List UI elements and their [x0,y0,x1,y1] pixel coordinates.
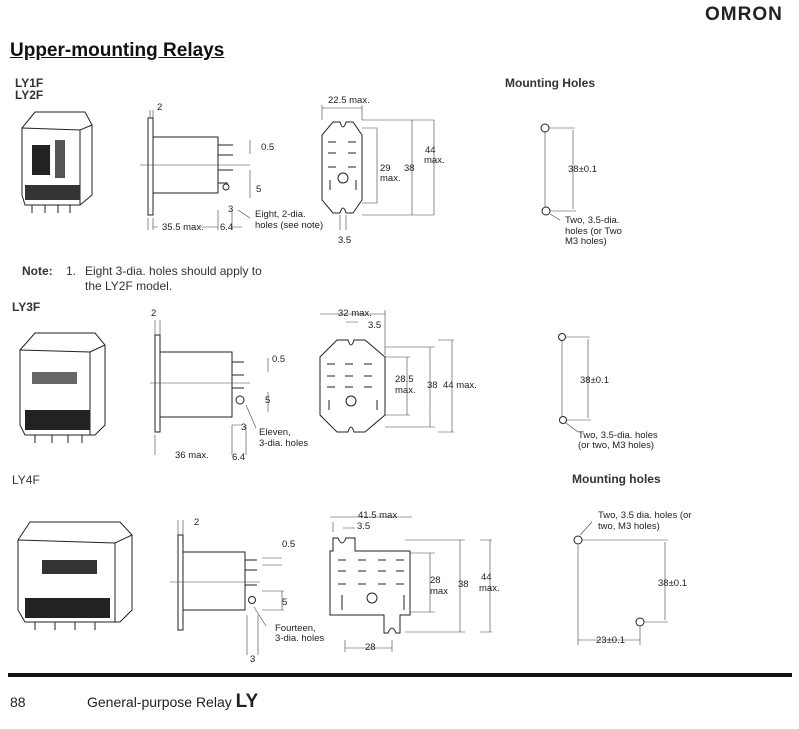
hole-note: Two, 3.5 dia. holes (or [598,510,692,521]
hole-note: Eleven, [259,427,291,438]
page-number: 88 [10,694,26,710]
footer-product-name: LY [235,691,259,712]
footer-rule [8,673,792,677]
dim-label: max. [424,155,445,166]
side-view-ly3f [150,320,269,455]
mounting-holes-title: Mounting holes [572,472,661,486]
dim-label: 38±0.1 [658,578,687,589]
dim-label: 3 [250,654,256,665]
hole-note: holes (or Two [565,226,622,237]
dim-label: max. [395,385,416,396]
dim-label: 28.5 [395,374,414,385]
omron-logo: OMRON [705,4,783,25]
dim-label: 2 [157,102,163,113]
dim-label: 5 [256,184,262,195]
dim-label: 0.5 [261,142,275,153]
footer-text: General-purpose Relay LY [87,691,258,713]
dim-label: 3.5 [338,235,352,246]
dim-label: max. [380,173,401,184]
mounting-holes-ly3f [558,333,591,433]
dim-label: 3 [241,422,247,433]
dim-label: 2 [194,517,200,528]
dim-label: 0.5 [272,354,286,365]
dim-label: 2 [151,308,157,319]
page-title: Upper-mounting Relays [10,40,225,61]
front-view-ly3f [319,310,454,433]
relay-photo-ly3f [19,332,106,443]
dim-label: 38±0.1 [580,375,609,386]
front-view-ly1f [321,105,435,230]
dim-label: 0.5 [282,539,296,550]
dim-label: 3 [228,204,234,215]
mounting-holes-ly1f [540,123,576,221]
dim-label: 5 [282,597,288,608]
hole-note: M3 holes) [565,236,607,247]
hole-note: Fourteen, [275,623,316,634]
dim-label: 35.5 max. [162,222,204,233]
dim-label: 38±0.1 [568,164,597,175]
dim-label: 5 [265,395,271,406]
dim-label: 3.5 [357,521,371,532]
dim-label: 23±0.1 [596,635,625,646]
footer-product-line: General-purpose Relay [87,694,232,710]
relay-photo-ly4f [17,521,133,630]
note-label: Note: [22,264,53,278]
dim-label: 44 [425,145,436,156]
dim-label: 32 max. [338,308,372,319]
dim-label: 6.4 [232,452,246,463]
note-text: the LY2F model. [85,279,173,293]
mounting-holes-ly4f [573,521,668,645]
model-label-ly3f: LY3F [12,300,41,314]
note-number: 1. [66,264,77,278]
hole-note: holes (see note) [255,220,324,231]
dim-label: 38 [458,579,469,590]
dim-label: 22.5 max. [328,95,370,106]
mounting-holes-title: Mounting Holes [505,76,595,90]
model-label-ly2f: LY2F [15,88,44,102]
note-text: Eight 3-dia. holes should apply to [85,264,262,278]
hole-note: Eight, 2-dia. [255,209,306,220]
dim-label: 36 max. [175,450,209,461]
side-view-ly4f [170,520,284,655]
dim-label: 29 [380,163,391,174]
dim-label: 38 [404,163,415,174]
model-label-ly4f: LY4F [12,473,40,487]
hole-note: 3-dia. holes [259,438,309,449]
relay-photo-ly1f [21,111,93,213]
hole-note: Two, 3.5-dia. holes [578,430,658,441]
hole-note: Two, 3.5-dia. [565,215,620,226]
dim-label: 3.5 [368,320,382,331]
side-view-ly1f [140,110,251,230]
hole-note: (or two, M3 holes) [578,440,655,451]
front-view-ly4f [329,516,492,652]
dim-label: max. [479,583,500,594]
dim-label: 44 max. [443,380,477,391]
dim-label: 41.5 max [358,510,398,521]
dim-label: 28 [430,575,441,586]
dim-label: 6.4 [220,222,234,233]
dim-label: 44 [481,572,492,583]
dim-label: 28 [365,642,376,653]
model-label-ly1f: LY1F [15,76,44,90]
dim-label: 38 [427,380,438,391]
dim-label: max [430,586,448,597]
hole-note: two, M3 holes) [598,521,660,532]
hole-note: 3-dia. holes [275,633,325,644]
